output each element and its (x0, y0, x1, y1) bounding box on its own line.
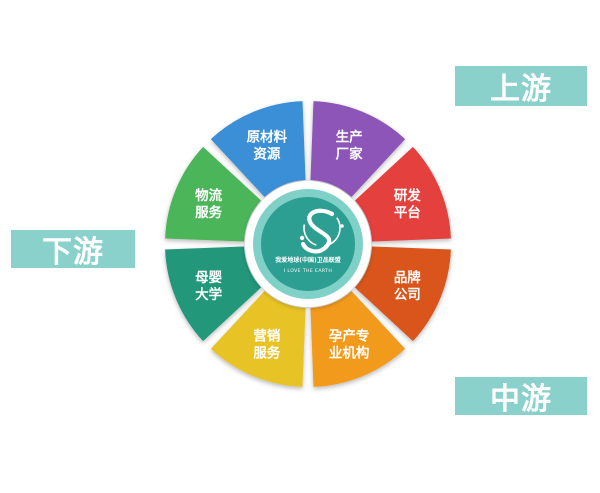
wheel-segment-shape (210, 290, 306, 387)
wheel-segment-shape (310, 290, 406, 387)
upstream-tag: 上游 (455, 66, 587, 107)
downstream-tag: 下游 (11, 230, 135, 270)
wheel-segment-label-line2: 平台 (394, 204, 421, 221)
wheel-segment-label-line1: 生产 (336, 129, 363, 146)
wheel-segment-label-line2: 服务 (253, 344, 280, 361)
wheel-segment-label-line1: 物流 (195, 187, 222, 204)
wheel-segment-label-line2: 公司 (394, 287, 421, 303)
wheel-segment-label-line2: 服务 (195, 204, 222, 221)
wheel-segment-shape (310, 101, 406, 198)
wheel-segment-label-line1: 研发 (394, 187, 421, 204)
wheel-segment-label-line1: 孕产专 (329, 327, 370, 344)
center-hub: 我爱地球(中国)卫品联盟 I LOVE THE EARTH (245, 181, 371, 307)
wheel-segment-label-line1: 品牌 (394, 269, 421, 286)
wheel-segment-label-line1: 原材料 (247, 129, 288, 146)
center-hub-title: 我爱地球(中国)卫品联盟 (275, 256, 341, 264)
midstream-tag: 中游 (455, 377, 587, 417)
wheel-segment-shape (165, 246, 262, 342)
wheel-segment-label-line2: 大学 (195, 286, 222, 303)
wheel-segment-label-line1: 营销 (253, 327, 280, 344)
wheel-segment-label-line2: 业机构 (329, 344, 370, 361)
wheel-segment-shape (210, 101, 306, 198)
center-hub-subtitle: I LOVE THE EARTH (284, 268, 332, 274)
wheel-segment-shape (354, 246, 451, 342)
wheel-segment-label-line2: 厂家 (336, 146, 363, 163)
wheel-segment-shape (165, 146, 262, 242)
wheel-segment-label-line2: 资源 (253, 146, 280, 163)
wheel-segment-label-line1: 母婴 (195, 269, 222, 286)
earth-s-swirl-logo-icon (299, 208, 344, 254)
wheel-segment-shape (354, 146, 451, 242)
center-hub-disc (261, 197, 355, 291)
